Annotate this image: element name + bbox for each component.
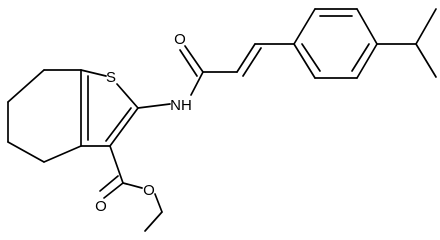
bond-ester-c-o-double-a (103, 182, 124, 199)
ester-carbonyl-oxygen-label: O (95, 198, 107, 215)
ester-ether-oxygen-label: O (143, 182, 155, 199)
bond-amide-c-o-b (179, 49, 198, 77)
sulfur-atom-label: S (106, 69, 116, 86)
bond-ar4-ar5 (356, 43, 378, 79)
bond-ch-me1 (415, 8, 437, 45)
bond-c5-c4 (7, 141, 45, 163)
amide-oxygen-label: O (174, 31, 186, 48)
bond-c2-c3 (109, 107, 139, 147)
bond-ar1-ar2 (293, 8, 316, 45)
bond-o-ch2 (154, 193, 163, 213)
bond-ar6-ar1 (293, 43, 316, 79)
bond-s1-c2 (116, 83, 139, 109)
bond-c2-nh (137, 103, 171, 109)
amide-nitrogen-label: NH (170, 97, 192, 114)
bond-ester-c-o-single (122, 182, 143, 189)
bond-ch2-ch3 (144, 211, 163, 232)
bond-ch-me2 (415, 43, 437, 78)
bond-vinyl-double-b (242, 47, 262, 77)
bond-ar-inner-2 (351, 43, 370, 72)
bond-nh-amide-c (190, 71, 204, 96)
bond-vinyl-double-a (236, 43, 256, 73)
bond-ar-inner-3 (301, 43, 321, 72)
bond-c2-c3-double (105, 107, 132, 142)
bond-c7-c6 (7, 69, 45, 103)
bond-amide-c-o-a (184, 45, 204, 73)
bond-c4-c3a (43, 145, 82, 163)
bond-c7a-s1 (80, 69, 107, 77)
bond-ester-c-o-double-b (99, 175, 119, 192)
bond-ar3-ar4 (356, 8, 378, 45)
bond-c3-ester-c (109, 145, 124, 184)
